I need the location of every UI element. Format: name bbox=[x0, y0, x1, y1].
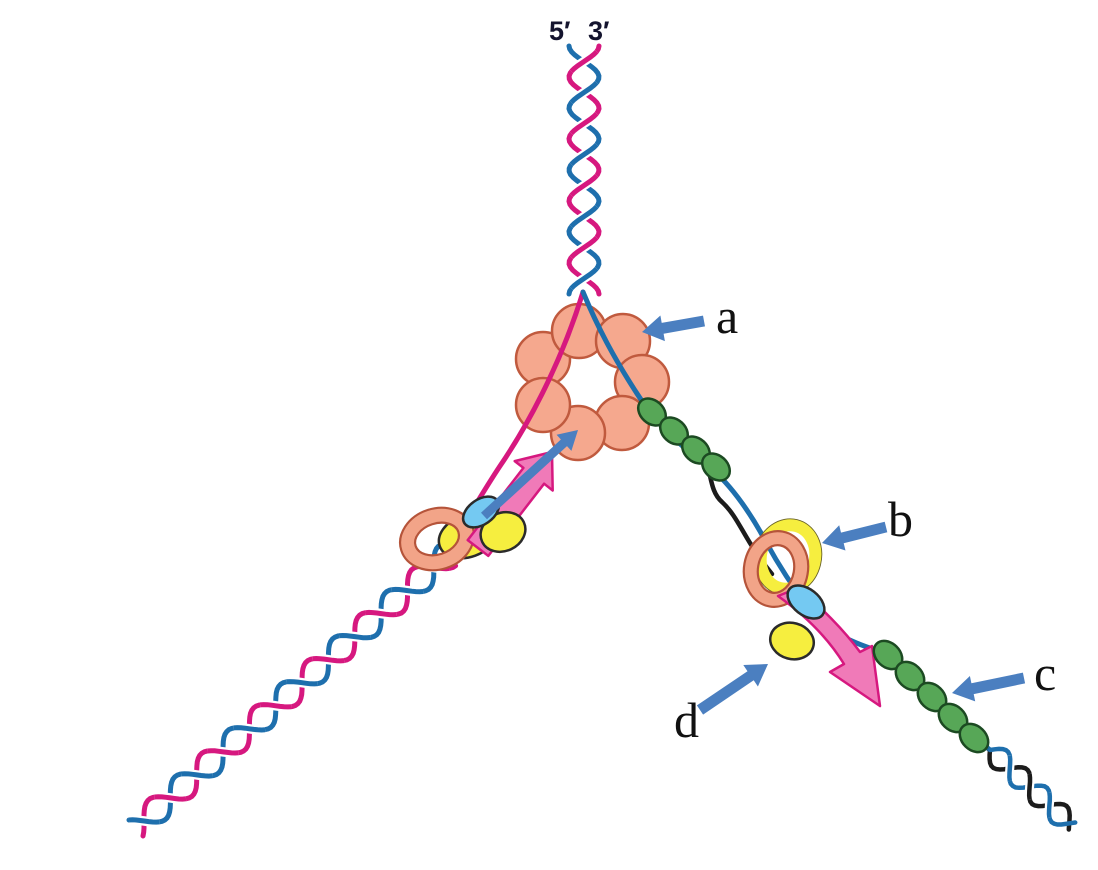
three-prime-label: 3′ bbox=[588, 16, 610, 46]
template-strand-pink bbox=[461, 289, 586, 527]
helix-weave-over bbox=[207, 748, 239, 756]
helix-weave-over bbox=[391, 586, 424, 595]
synthesis-direction-blue-arrow bbox=[481, 430, 578, 520]
helix-weave-over bbox=[180, 771, 213, 779]
helix-weave-over bbox=[569, 173, 599, 198]
helix-weave-over bbox=[154, 794, 187, 802]
callout-arrow-a bbox=[642, 315, 705, 342]
sliding-clamp-ring-b bbox=[742, 530, 810, 608]
callout-arrow-c bbox=[952, 672, 1026, 702]
callout-label-b: b bbox=[888, 491, 913, 547]
helix-weave-over bbox=[1026, 773, 1033, 800]
ssb-beads-upper bbox=[636, 397, 732, 482]
callout-label-a: a bbox=[716, 288, 738, 344]
callout-label-c: c bbox=[1034, 645, 1056, 701]
ssb-beads-c bbox=[872, 639, 990, 754]
ssb-bead bbox=[958, 722, 990, 754]
helix-weave-over bbox=[569, 235, 599, 260]
left-duplex-strand-blue bbox=[126, 543, 441, 825]
callout-label-d: d bbox=[674, 692, 699, 748]
helix-weave-over bbox=[569, 111, 599, 136]
ssb-bead bbox=[700, 452, 732, 482]
left-duplex-strand-pink bbox=[140, 563, 459, 839]
callout-arrows bbox=[642, 315, 1026, 715]
helix-weave-over bbox=[1007, 755, 1013, 782]
parental-duplex-helix bbox=[566, 43, 602, 297]
helix-weave-over bbox=[233, 725, 266, 733]
synthesis-direction-blue-arrow-shape bbox=[481, 430, 578, 520]
helix-weave-over bbox=[569, 266, 599, 291]
polymerase-yellow-lobe-d bbox=[768, 621, 816, 661]
helix-weave-over bbox=[128, 817, 160, 825]
helix-weave-over bbox=[259, 702, 292, 710]
callout-arrow-d bbox=[696, 664, 768, 715]
helix-weave-over bbox=[569, 204, 599, 229]
helix-weave-over bbox=[286, 679, 319, 687]
helix-weave-over bbox=[365, 609, 398, 618]
helix-weave-over bbox=[569, 142, 599, 167]
helix-weave-over bbox=[569, 49, 599, 74]
callout-arrow-b bbox=[822, 521, 888, 551]
helix-weave-over bbox=[338, 632, 371, 641]
left-replication-complex bbox=[399, 430, 578, 572]
helix-weave-over bbox=[569, 80, 599, 105]
five-prime-label: 5′ bbox=[549, 16, 571, 46]
helix-weave-over bbox=[1046, 792, 1053, 818]
polymerase-yellow-ring bbox=[754, 519, 822, 595]
helix-weave-over bbox=[312, 655, 345, 664]
polymerase-blue-lobe-right bbox=[786, 584, 826, 620]
right-replication-complex bbox=[742, 518, 882, 708]
duplex-helix-left-branch bbox=[126, 543, 459, 839]
protein-cluster-a bbox=[514, 302, 671, 462]
duplex-twist-bottom-right bbox=[987, 746, 1078, 832]
